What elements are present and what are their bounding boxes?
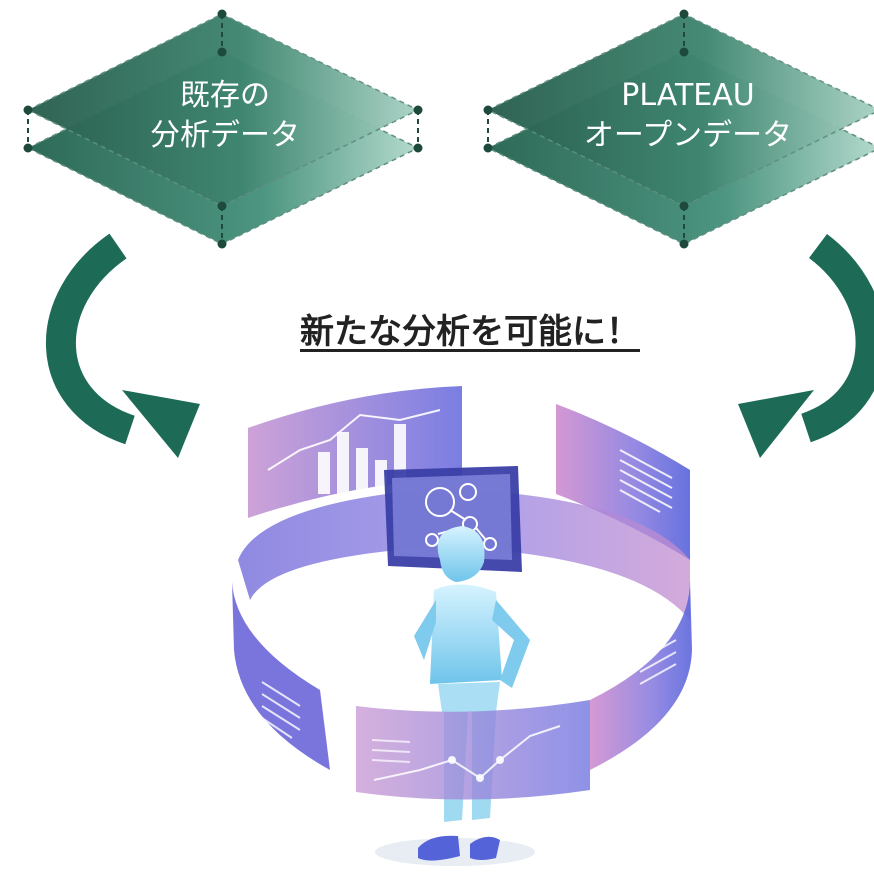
layer-label-right-line2: オープンデータ: [568, 116, 808, 156]
layer-label-plateau-open-data: PLATEAU オープンデータ: [568, 76, 808, 156]
panel-ring-right: [590, 580, 692, 770]
robot-analyst-illustration: [232, 386, 692, 866]
panel-front-chart: [356, 700, 590, 800]
layer-label-existing-data: 既存の 分析データ: [112, 76, 338, 156]
layer-label-left-line1: 既存の: [112, 76, 338, 116]
curved-arrow-down-right-icon: [61, 246, 200, 458]
robot-figure: [414, 526, 530, 861]
layer-label-right-line1: PLATEAU: [568, 76, 808, 116]
layer-label-left-line2: 分析データ: [112, 116, 338, 156]
curved-arrow-down-left-icon: [738, 246, 871, 458]
panel-ring-left: [232, 582, 330, 770]
headline: 新たな分析を可能に！: [200, 304, 740, 353]
